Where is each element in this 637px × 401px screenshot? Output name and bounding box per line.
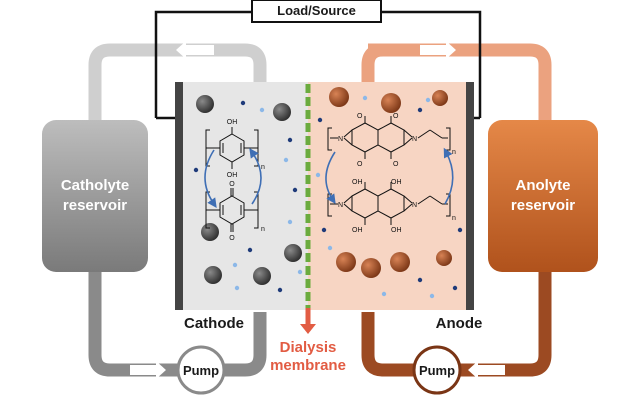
pump-right-label: Pump [419, 363, 455, 378]
cathode-label: Cathode [184, 315, 244, 332]
ndi-red-subscript: n [452, 215, 456, 222]
ndi-n-left: N [338, 136, 343, 143]
pump-right: Pump [412, 345, 462, 395]
pump-left: Pump [176, 345, 226, 395]
bq-o-top: O [229, 181, 235, 188]
ndi-o-2: O [393, 113, 399, 120]
anolyte-tubing [361, 43, 552, 377]
anolyte-reservoir: Anolyte reservoir [488, 120, 598, 272]
ndi-oh-4: OH [391, 227, 402, 234]
ion-dots [193, 95, 463, 299]
hq-oh-bottom: OH [227, 172, 238, 179]
ndi-n-right: N [412, 136, 417, 143]
flow-arrow-anolyte-top [420, 41, 456, 59]
ndi-red-n-left: N [338, 202, 343, 209]
bq-o-bottom: O [229, 235, 235, 242]
hydroquinone-polymer [205, 127, 259, 169]
hq-subscript: n [261, 164, 265, 171]
anode-redox-arrows [325, 147, 454, 205]
anode-label: Anode [436, 315, 483, 332]
flow-arrow-catholyte-bottom [130, 361, 166, 379]
hq-oh-top: OH [227, 119, 238, 126]
load-source-label: Load/Source [277, 3, 356, 18]
flow-arrow-catholyte-top [176, 41, 214, 59]
cathode-redox-arrows [204, 148, 262, 208]
membrane-label-line2: membrane [270, 357, 346, 374]
ndi-oh-3: OH [352, 227, 363, 234]
bq-subscript: n [261, 226, 265, 233]
cathode-electrode [175, 82, 183, 310]
anolyte-label-line1: Anolyte [515, 177, 570, 194]
flow-arrow-anolyte-bottom [468, 361, 505, 379]
ndi-o-4: O [393, 161, 399, 168]
anolyte-label-line2: reservoir [511, 197, 575, 214]
membrane-label-line1: Dialysis [280, 339, 337, 356]
anode-electrode [466, 82, 474, 310]
catholyte-label-line1: Catholyte [61, 177, 129, 194]
ndi-o-3: O [357, 161, 363, 168]
external-circuit [154, 10, 482, 120]
ndi-oh-2: OH [391, 179, 402, 186]
ndi-subscript: n [452, 149, 456, 156]
catholyte-tubing [88, 43, 267, 377]
load-source-box: Load/Source [251, 0, 382, 23]
pump-left-label: Pump [183, 363, 219, 378]
catholyte-reservoir: Catholyte reservoir [42, 120, 148, 272]
ndi-oh-1: OH [352, 179, 363, 186]
ndi-o-1: O [357, 113, 363, 120]
ndi-red-n-right: N [412, 202, 417, 209]
membrane-pointer-arrow [300, 308, 316, 334]
anode-particles [329, 87, 452, 278]
anode-compartment [308, 82, 470, 310]
catholyte-label-line2: reservoir [63, 197, 127, 214]
